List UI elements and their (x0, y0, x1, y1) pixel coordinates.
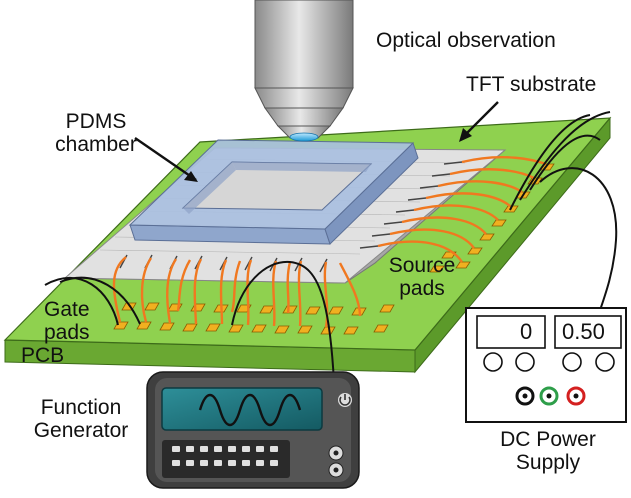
pdms-chamber (128, 139, 419, 245)
knob-4 (595, 352, 615, 372)
label-dc-line2: Supply (515, 451, 581, 475)
label-source-line1: Source (388, 254, 456, 277)
generator-keypad (172, 446, 278, 466)
generator-screen (161, 387, 323, 431)
label-pdms-line1: PDMS (65, 110, 127, 133)
microscope-objective (254, 0, 354, 142)
knob-3 (562, 352, 582, 372)
source-wire-bonds (377, 156, 547, 263)
terminal-green (539, 386, 559, 406)
label-tft-substrate: TFT substrate (466, 73, 597, 96)
label-function-line1: Function (40, 396, 122, 419)
output-connector-1 (328, 445, 344, 461)
display-left-value: 0 (520, 319, 533, 344)
function-generator (146, 371, 360, 489)
label-dc-line1: DC Power (500, 428, 596, 451)
label-source-line2: pads (399, 277, 445, 301)
label-dc-power-supply: DC Power Supply (484, 428, 612, 474)
sine-wave (198, 393, 302, 427)
label-gate-pads: Gate pads (44, 298, 90, 344)
terminal-red (566, 386, 586, 406)
display-right-box (554, 315, 622, 349)
output-connector-2 (328, 462, 344, 478)
objective-lens (289, 132, 319, 142)
display-right-value: 0.50 (562, 319, 605, 344)
label-gate-line2: pads (44, 321, 90, 345)
power-icon (338, 393, 352, 407)
dc-power-supply (465, 307, 627, 423)
label-source-pads: Source pads (380, 254, 464, 300)
knob-1 (483, 352, 503, 372)
label-gate-line1: Gate (44, 298, 90, 321)
label-function-generator: Function Generator (20, 396, 142, 442)
gate-wire-bonds (112, 256, 362, 328)
knob-2 (515, 352, 535, 372)
terminal-black (515, 386, 535, 406)
label-optical-observation: Optical observation (376, 29, 556, 52)
label-pdms-chamber: PDMS chamber (46, 110, 146, 156)
label-pdms-line2: chamber (55, 133, 137, 157)
callout-arrows (134, 101, 499, 182)
label-function-line2: Generator (33, 419, 129, 443)
label-pcb: PCB (21, 344, 65, 367)
display-left-box (476, 315, 546, 349)
